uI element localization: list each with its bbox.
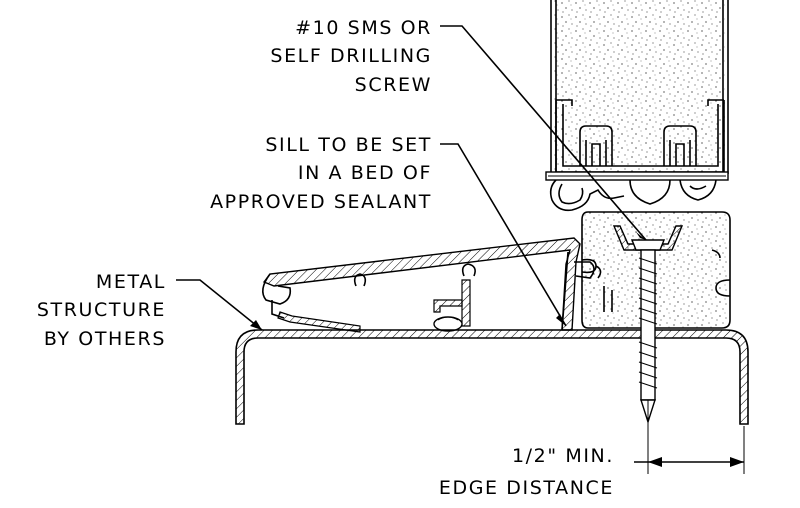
note-sill-line-3: APPROVED SEALANT	[210, 191, 432, 213]
note-screw: #10 SMS OR SELF DRILLING SCREW	[270, 17, 432, 96]
self-drilling-screw	[630, 239, 666, 425]
metal-structure	[235, 329, 749, 425]
leader-lines	[176, 25, 647, 331]
note-structure: METAL STRUCTURE BY OTHERS	[37, 271, 166, 350]
note-screw-line-3: SCREW	[355, 74, 432, 96]
sill-body	[581, 211, 731, 329]
sill-head-adapter	[549, 179, 717, 212]
sloped-sill-extrusion	[262, 237, 602, 333]
sealant-bead	[433, 316, 463, 332]
note-edge-line-2: EDGE DISTANCE	[439, 477, 614, 499]
note-screw-line-2: SELF DRILLING	[270, 45, 432, 67]
edge-distance-dimension	[634, 418, 745, 474]
note-sill-line-2: IN A BED OF	[298, 162, 432, 184]
note-edge-line-1: 1/2" MIN.	[512, 445, 614, 467]
note-structure-line-2: STRUCTURE	[37, 299, 166, 321]
note-structure-line-3: BY OTHERS	[44, 328, 166, 350]
note-screw-line-1: #10 SMS OR	[295, 17, 432, 39]
note-structure-line-1: METAL	[96, 271, 166, 293]
panel-frame-channel	[545, 99, 729, 181]
note-edge-distance: 1/2" MIN. EDGE DISTANCE	[439, 445, 614, 499]
note-sill-line-1: SILL TO BE SET	[265, 134, 432, 156]
insulated-panel	[550, 0, 729, 174]
note-sill: SILL TO BE SET IN A BED OF APPROVED SEAL…	[210, 134, 432, 213]
